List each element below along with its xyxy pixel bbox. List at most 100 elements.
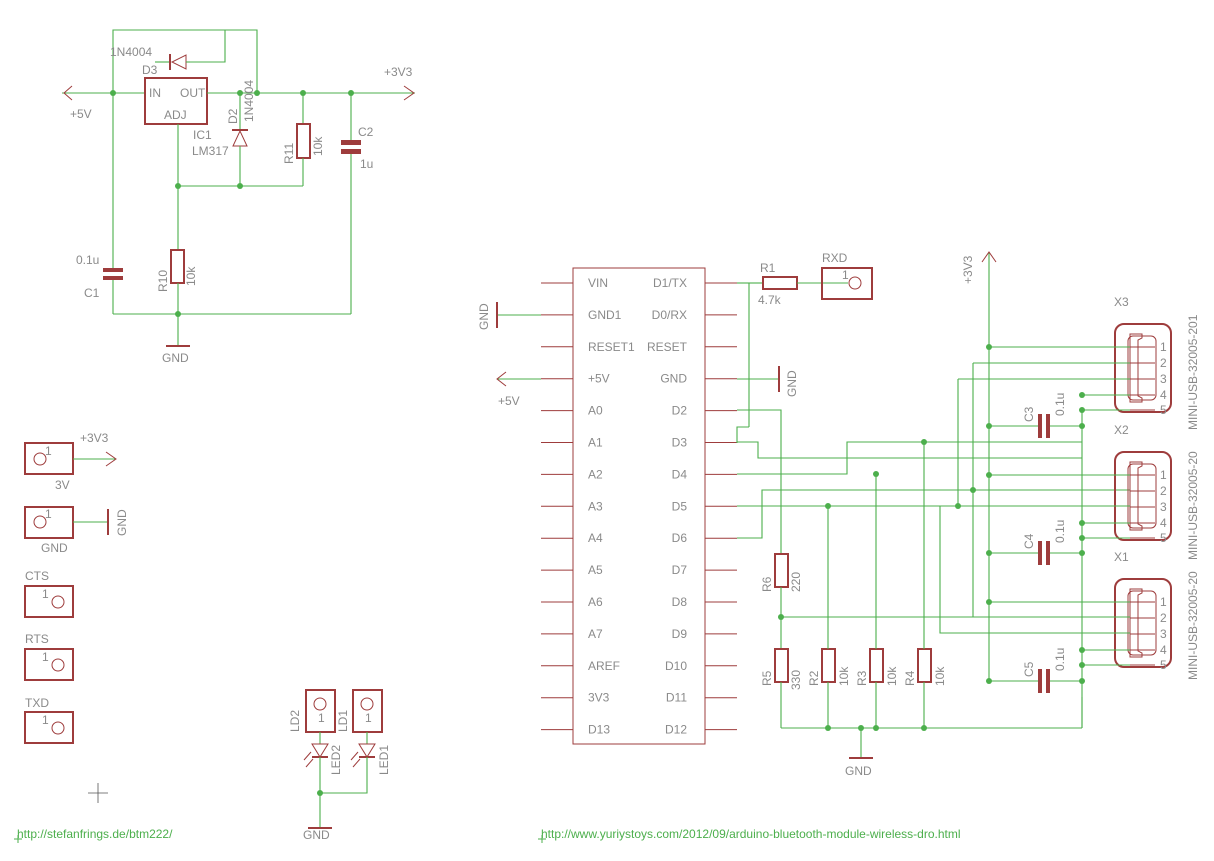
pad-3v: 1 +3V3 3V (24, 431, 117, 492)
resistor-r10 (170, 249, 185, 284)
r6-name: R6 (760, 576, 774, 592)
svg-text:1: 1 (365, 711, 372, 725)
usb-pin-label: 2 (1160, 484, 1167, 498)
usb-connector-port (1127, 335, 1157, 401)
arduino-right-pin-label: D6 (672, 531, 688, 545)
svg-text:1: 1 (42, 587, 49, 601)
r1-name: R1 (760, 261, 776, 275)
r11-name: R11 (282, 143, 296, 164)
arduino-left-pin-label: A6 (588, 595, 603, 609)
svg-text:http://www.yuriystoys.com/2012[interactable]: http://www.yuriystoys.com/2012/09/arduin… (541, 827, 961, 841)
arduino-left-pin-label: A1 (588, 436, 603, 450)
svg-text:1: 1 (45, 444, 52, 458)
led-section: 1 LD2 LED2 1 LD1 LED1 GND (288, 689, 391, 842)
svg-text:TXD: TXD (25, 696, 49, 710)
r5-name: R5 (760, 670, 774, 686)
ic1-pin-in: IN (149, 86, 161, 100)
arduino-right-pin-label: D11 (666, 691, 687, 705)
c1-value: 0.1u (76, 253, 99, 267)
usb-capacitor-value: 0.1u (1053, 648, 1067, 671)
d2-value: 1N4004 (242, 80, 256, 122)
pad-txd: 1 TXD (24, 696, 74, 744)
c1-name: C1 (84, 286, 100, 300)
usb-connector-body (1114, 578, 1172, 668)
resistor-r4 (917, 648, 932, 683)
x2-part: MINI-USB-32005-20 (1186, 451, 1200, 560)
usb-pin-label: 2 (1160, 611, 1167, 625)
arduino-left-pin-label: D13 (588, 723, 610, 737)
arduino-right-pin-label: D12 (665, 723, 687, 737)
left-pads: 1 +3V3 3V 1 GND GND 1 CTS 1 RTS (24, 431, 129, 744)
pad-gnd: 1 GND GND (24, 506, 129, 555)
resistor-r2 (821, 648, 836, 683)
usb-capacitor-name: C3 (1022, 406, 1036, 422)
link-right[interactable]: http://www.yuriystoys.com/2012/09/arduin… (538, 827, 961, 843)
usb-pin-label: 5 (1160, 658, 1167, 672)
arduino-left-pin-label: A5 (588, 563, 603, 577)
capacitor-c2 (341, 140, 361, 154)
usb-connector-shell (1129, 588, 1143, 658)
arduino-left-pin-label: +5V (588, 372, 610, 386)
resistor-bank: R6 220 R5 330 R2 10k R3 10k R4 10k GND (737, 409, 1130, 778)
usb-pin-label: 3 (1160, 500, 1167, 514)
usb-capacitor-value: 0.1u (1053, 520, 1067, 543)
led-gnd-label: GND (303, 828, 330, 842)
usb-pin-label: 4 (1160, 388, 1167, 402)
usb-pin-label: 5 (1160, 403, 1167, 417)
svg-text:LED1: LED1 (377, 745, 391, 775)
arduino-right-pin-label: GND (660, 372, 687, 386)
usb-capacitor-plate (1038, 669, 1042, 693)
arduino-right-pin-label: D1/TX (653, 276, 687, 290)
usb-3v3-label: +3V3 (961, 255, 975, 284)
svg-text:LED2: LED2 (329, 745, 343, 775)
resistor-r1 (762, 276, 798, 290)
rxd-section: R1 4.7k 1 RXD (736, 251, 873, 443)
diode-d2 (232, 129, 248, 147)
arduino-left-pin-label: A0 (588, 404, 603, 418)
usb-pin-label: 2 (1160, 356, 1167, 370)
r1-value: 4.7k (758, 293, 782, 307)
svg-text:CTS: CTS (25, 569, 49, 583)
usb-capacitor-name: C4 (1022, 533, 1036, 549)
led1: 1 LD1 LED1 (320, 689, 391, 794)
usb-capacitor-name: C5 (1022, 661, 1036, 677)
arduino-right-pin-label: D7 (672, 563, 688, 577)
x2-name: X2 (1114, 423, 1129, 437)
usb-pin-label: 5 (1160, 531, 1167, 545)
pad-cts: 1 CTS (24, 569, 74, 618)
svg-text:LD2: LD2 (288, 710, 302, 732)
ic1-lm317 (144, 77, 208, 125)
regulator-gnd-label: GND (162, 351, 189, 365)
c2-name: C2 (358, 125, 374, 139)
arduino-right-pin-label: D2 (672, 404, 688, 418)
r11-value: 10k (311, 136, 325, 156)
ic1-name: IC1 (193, 128, 212, 142)
usb-pin-label: 4 (1160, 643, 1167, 657)
x1-part: MINI-USB-32005-20 (1186, 571, 1200, 680)
arduino-right-pin-label: D10 (665, 659, 687, 673)
pad-rts: 1 RTS (24, 632, 74, 681)
d2-name: D2 (226, 108, 240, 124)
r5-value: 330 (789, 670, 803, 690)
usb-connector-port (1127, 590, 1157, 656)
r10-name: R10 (156, 270, 170, 292)
arduino-left-pin-label: A3 (588, 499, 603, 513)
usb-pin-label: 1 (1160, 340, 1167, 354)
d3-name: D3 (142, 63, 158, 77)
ic1-pin-out: OUT (180, 86, 206, 100)
bank-gnd-label: GND (845, 764, 872, 778)
usb-connector-port (1127, 463, 1157, 529)
x3-part: MINI-USB-32005-201 (1186, 314, 1200, 430)
link-left[interactable]: http://stefanfrings.de/btm222/ (14, 827, 173, 843)
plus3v3-label: +3V3 (384, 65, 413, 79)
diode-d3 (169, 54, 190, 70)
svg-text:http://stefanfrings.de/btm222/[interactable]: http://stefanfrings.de/btm222/ (17, 827, 173, 841)
arduino-right-pin-label: D0/RX (652, 308, 687, 322)
svg-text:+3V3: +3V3 (80, 431, 109, 445)
gnd1-label: GND (477, 303, 491, 330)
usb-pin-label: 4 (1160, 516, 1167, 530)
arduino-right-pin-label: RESET (647, 340, 688, 354)
arduino-left-pin-label: AREF (588, 659, 620, 673)
arduino-right-pin-label: D8 (672, 595, 688, 609)
